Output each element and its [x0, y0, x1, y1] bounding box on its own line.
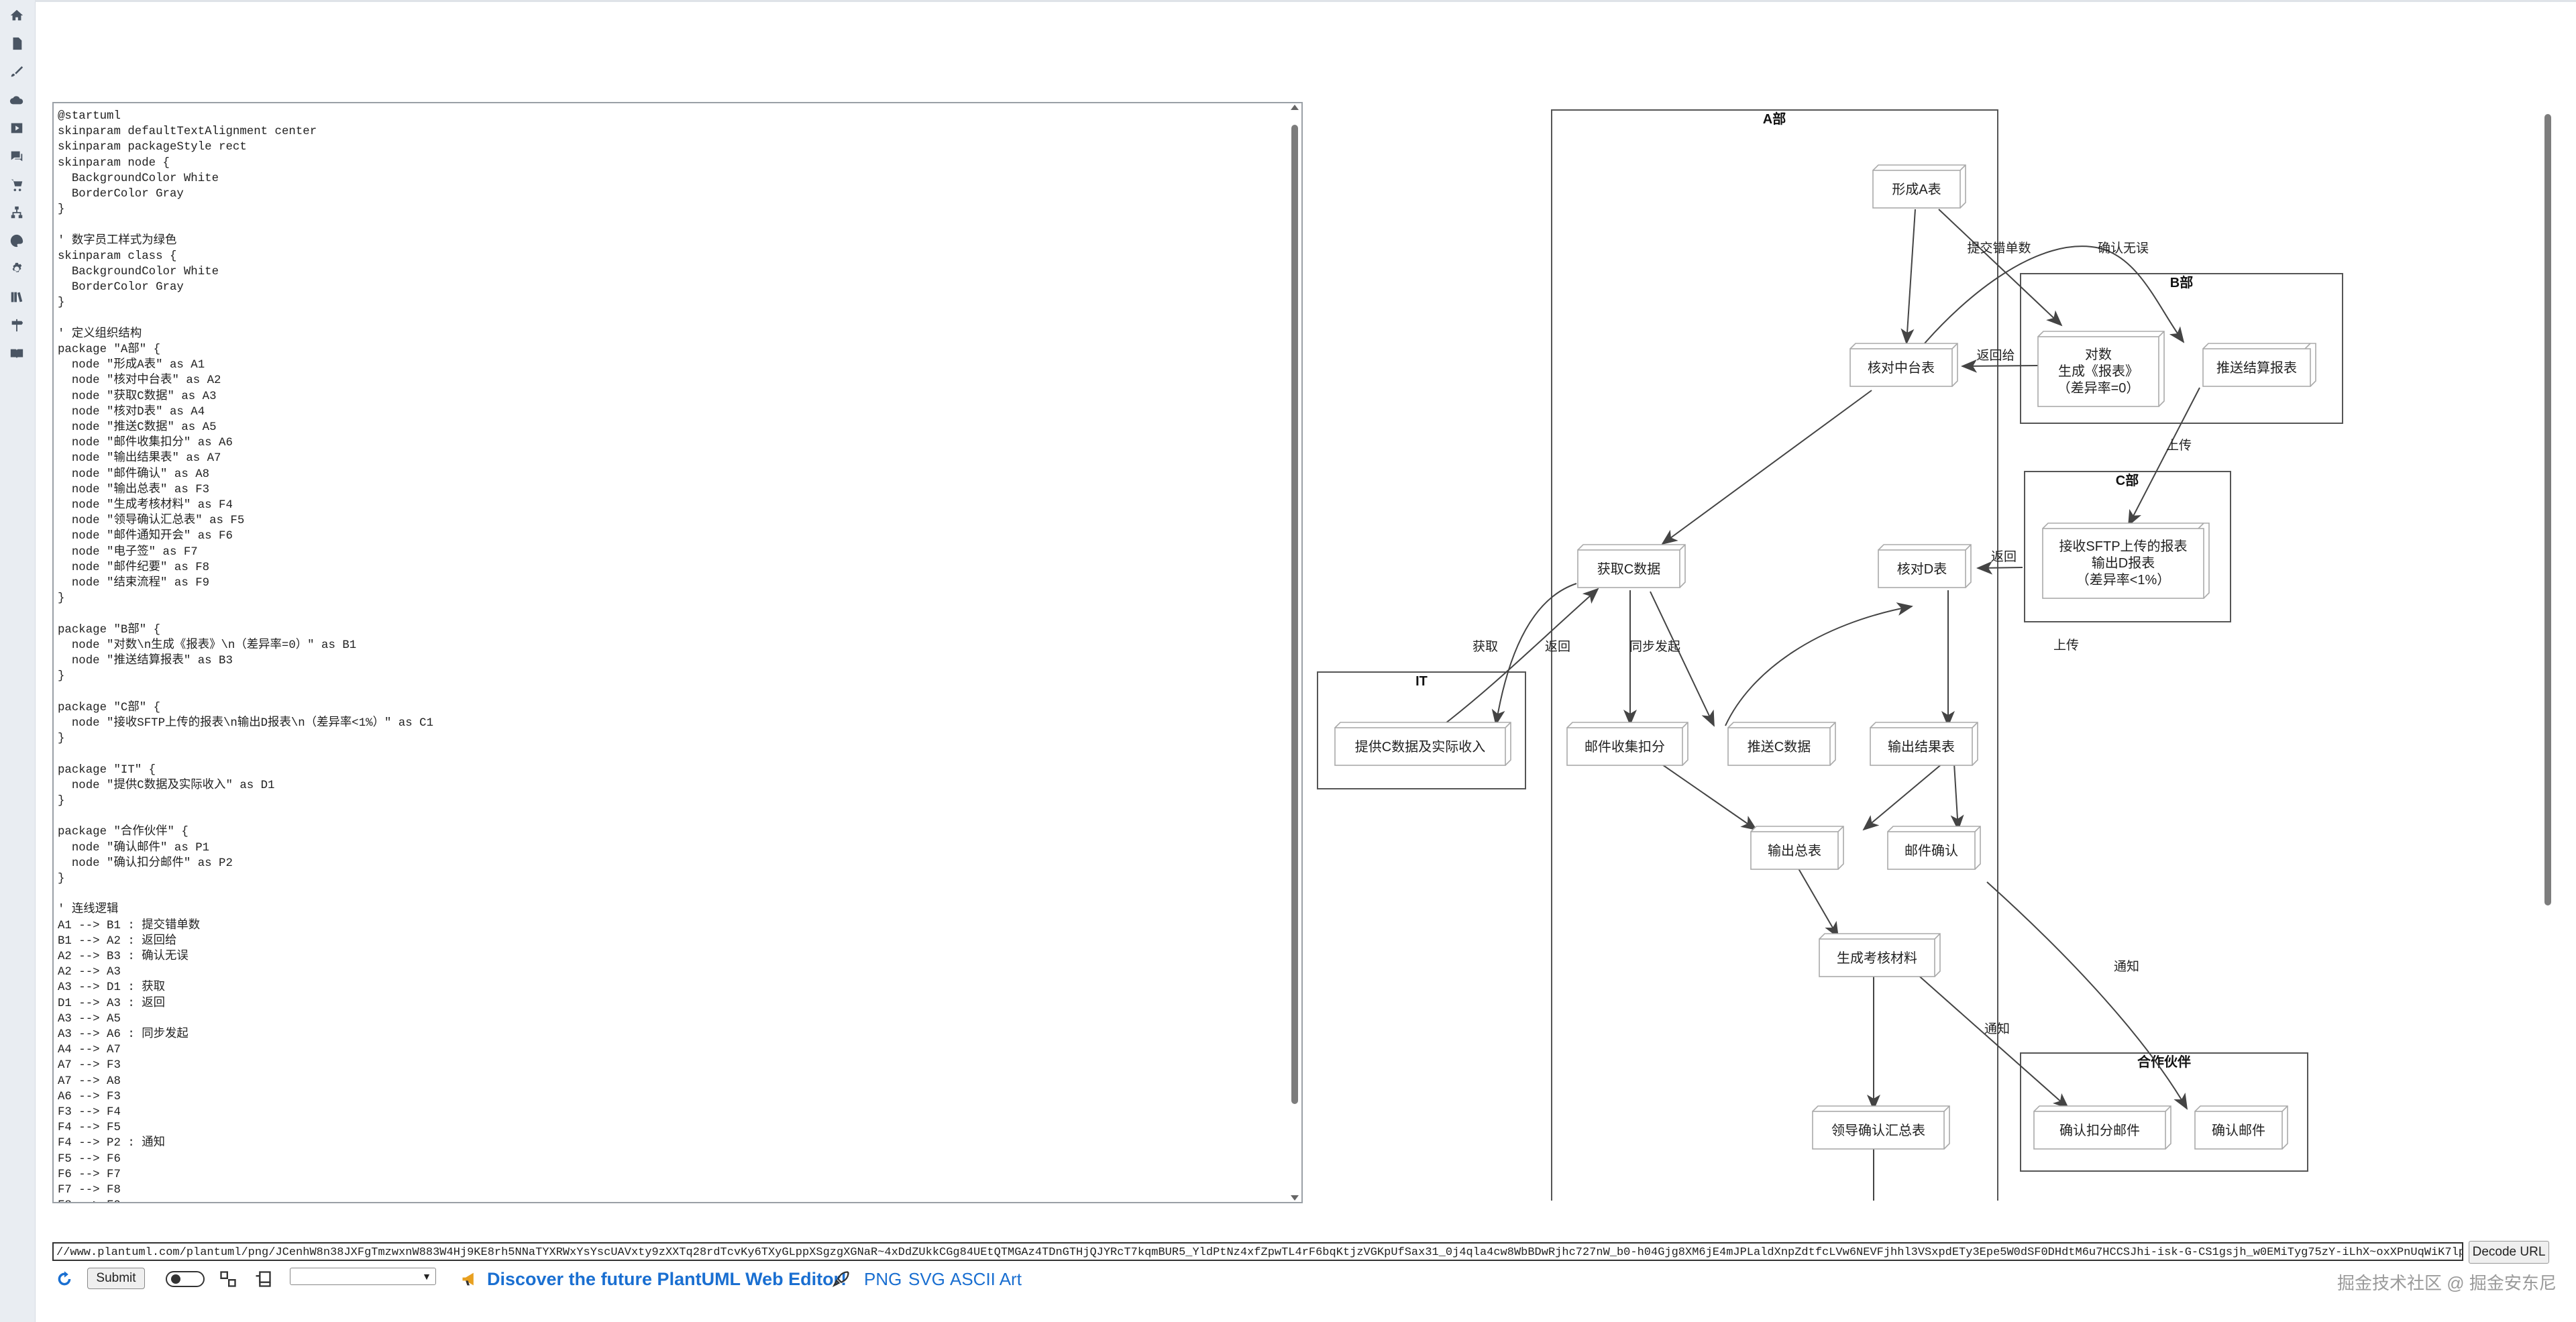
- node-p1-label: 确认邮件: [2212, 1123, 2265, 1138]
- package-partner: [2020, 1052, 2308, 1172]
- node-a7: [1870, 722, 1978, 766]
- package-partner-title: 合作伙伴: [2137, 1054, 2191, 1070]
- node-a2-label: 核对中台表: [1868, 360, 1935, 376]
- palette-icon[interactable]: [8, 232, 25, 250]
- node-f5: [1812, 1105, 1950, 1150]
- edge-label-return-to: 返回给: [1976, 348, 2015, 363]
- node-a4: [1878, 544, 1972, 588]
- node-a2: [1849, 343, 1958, 387]
- format-select[interactable]: ▼: [290, 1268, 436, 1285]
- node-a4-label: 核对D表: [1897, 561, 1947, 577]
- node-a8: [1887, 826, 1981, 870]
- package-c: [2024, 471, 2231, 622]
- sidebar: [0, 0, 36, 1322]
- node-a6-label: 邮件收集扣分: [1585, 739, 1665, 755]
- library-icon[interactable]: [8, 288, 25, 306]
- node-a5: [1727, 722, 1836, 766]
- package-it: [1317, 671, 1526, 789]
- sitemap-icon[interactable]: [8, 204, 25, 221]
- edge-label-upload-1: 上传: [2166, 438, 2192, 453]
- package-a-title: A部: [1763, 111, 1786, 127]
- node-a3: [1577, 544, 1686, 588]
- rocket-icon: [832, 1268, 855, 1290]
- node-a1: [1872, 164, 1966, 209]
- edge-label-notify-2: 通知: [1984, 1022, 2010, 1036]
- node-c1-label-1: 接收SFTP上传的报表: [2059, 539, 2187, 554]
- decode-url-button[interactable]: Decode URL: [2469, 1241, 2549, 1264]
- node-f3-label: 输出总表: [1768, 843, 1821, 859]
- package-b-title: B部: [2170, 274, 2193, 290]
- brush-icon[interactable]: [8, 63, 25, 80]
- png-link[interactable]: PNG: [864, 1268, 902, 1289]
- node-f4: [1819, 933, 1941, 977]
- node-b1-label-1: 对数: [2085, 347, 2112, 362]
- package-c-title: C部: [2116, 472, 2139, 488]
- chevron-down-icon: ▼: [422, 1271, 431, 1282]
- diagram-image: A部 B部 C部 IT 合作伙伴 提交错单数 确认无误 返回给 上传 返回: [1308, 101, 2536, 1211]
- node-f4-label: 生成考核材料: [1837, 950, 1917, 966]
- ascii-art-link[interactable]: ASCII Art: [950, 1268, 1022, 1289]
- cloud-icon[interactable]: [8, 91, 25, 109]
- scroll-up-arrow-icon[interactable]: [1291, 105, 1299, 110]
- node-b3-label: 推送结算报表: [2216, 360, 2297, 376]
- gear-icon[interactable]: [8, 260, 25, 278]
- edge-label-return-c: 返回: [1991, 549, 2017, 564]
- watermark: 掘金技术社区 @ 掘金安东尼: [2337, 1273, 2557, 1293]
- node-b1: [2037, 331, 2165, 407]
- discover-link[interactable]: Discover the future PlantUML Web Editor!: [487, 1268, 847, 1289]
- node-b1-label-2: 生成《报表》: [2058, 364, 2139, 379]
- node-b3: [2202, 343, 2316, 387]
- signpost-icon[interactable]: [8, 317, 25, 334]
- submit-button[interactable]: Submit: [87, 1268, 145, 1289]
- node-a8-label: 邮件确认: [1904, 843, 1958, 859]
- split-view-icon[interactable]: [219, 1268, 241, 1290]
- editor-scroll-thumb[interactable]: [1291, 125, 1298, 1104]
- top-border: [35, 0, 2576, 2]
- node-f3: [1750, 826, 1844, 870]
- diagram-scroll-thumb[interactable]: [2544, 114, 2551, 905]
- diagram-scrollbar[interactable]: [2542, 101, 2553, 1201]
- refresh-icon[interactable]: [55, 1268, 75, 1290]
- node-d1: [1334, 722, 1511, 766]
- edge-label-sync: 同步发起: [1629, 639, 1680, 654]
- edge-label-confirm-ok: 确认无误: [2098, 241, 2149, 256]
- document-icon[interactable]: [8, 35, 25, 52]
- toggle-switch[interactable]: [165, 1268, 207, 1290]
- node-p2: [2033, 1105, 2171, 1150]
- node-c1: [2042, 522, 2210, 599]
- scroll-down-arrow-icon[interactable]: [1291, 1195, 1299, 1201]
- node-b1-label-3: （差异率=0）: [2057, 380, 2140, 396]
- node-p1: [2194, 1105, 2288, 1150]
- package-it-title: IT: [1415, 674, 1428, 689]
- copy-icon[interactable]: [254, 1268, 276, 1290]
- edge-label-upload-2: 上传: [2053, 638, 2079, 653]
- node-f5-label: 领导确认汇总表: [1831, 1123, 1925, 1138]
- play-icon[interactable]: [8, 119, 25, 137]
- node-a6: [1566, 722, 1688, 766]
- megaphone-icon: [460, 1268, 483, 1290]
- source-text[interactable]: @startuml skinparam defaultTextAlignment…: [58, 110, 434, 1202]
- book-icon[interactable]: [8, 345, 25, 362]
- package-a: [1551, 109, 1998, 1211]
- edge-label-return-d: 返回: [1545, 639, 1570, 654]
- node-a5-label: 推送C数据: [1748, 739, 1811, 755]
- node-c1-label-2: 输出D报表: [2092, 555, 2155, 571]
- cart-icon[interactable]: [8, 176, 25, 193]
- node-a1-label: 形成A表: [1892, 182, 1941, 197]
- node-d1-label: 提供C数据及实际收入: [1355, 739, 1485, 755]
- home-icon[interactable]: [8, 7, 25, 24]
- node-a7-label: 输出结果表: [1888, 739, 1955, 755]
- edge-label-submit-errors: 提交错单数: [1967, 241, 2031, 256]
- edge-label-fetch: 获取: [1472, 639, 1498, 654]
- svg-link[interactable]: SVG: [908, 1268, 945, 1289]
- url-input[interactable]: //www.plantuml.com/plantuml/png/JCenhW8n…: [52, 1242, 2463, 1261]
- edge-label-notify-1: 通知: [2114, 959, 2139, 974]
- node-c1-label-3: （差异率<1%）: [2076, 572, 2171, 588]
- chat-icon[interactable]: [8, 148, 25, 165]
- node-a3-label: 获取C数据: [1597, 561, 1660, 577]
- source-editor[interactable]: @startuml skinparam defaultTextAlignment…: [52, 102, 1303, 1203]
- node-p2-label: 确认扣分邮件: [2059, 1123, 2140, 1138]
- editor-scrollbar[interactable]: [1289, 105, 1300, 1201]
